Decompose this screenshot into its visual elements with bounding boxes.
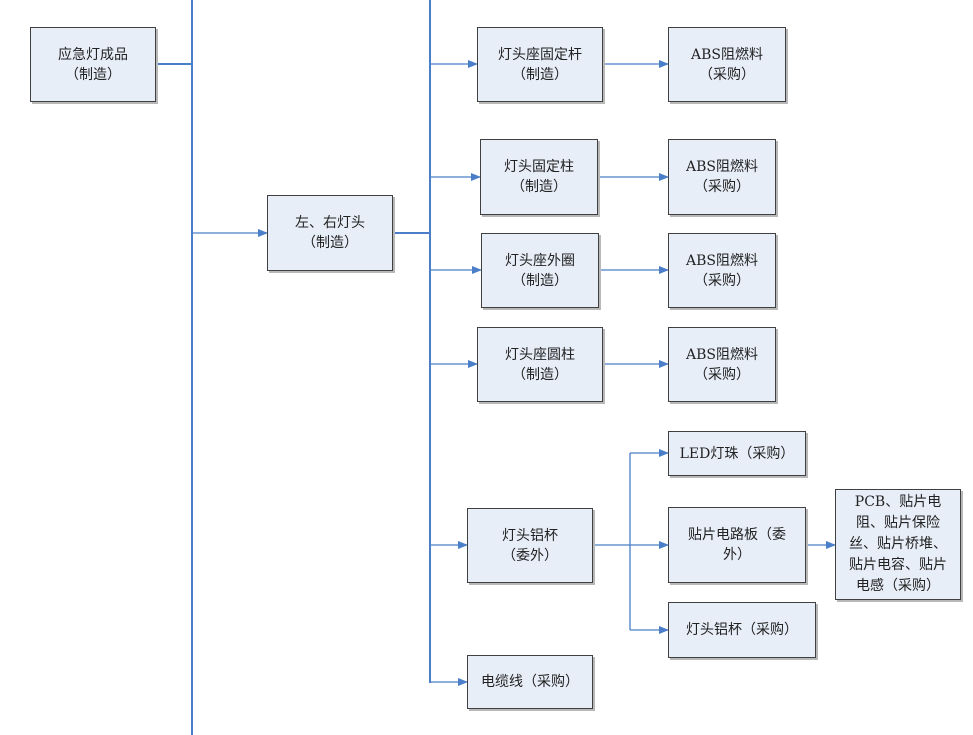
node-label: ABS阻燃料 [686, 159, 758, 175]
node-label: （制造） [512, 272, 568, 289]
node-label: （制造） [512, 66, 568, 83]
node-label: 左、右灯头 [295, 215, 365, 231]
node-al-cup: 灯头铝杯 （委外） [467, 508, 593, 583]
node-label: （制造） [511, 179, 567, 195]
node-label: （制造） [512, 366, 568, 383]
node-outer-ring: 灯头座外圈 （制造） [481, 233, 599, 308]
node-label: 电缆线（采购） [481, 674, 579, 690]
node-label: （采购） [694, 272, 750, 289]
node-label: 外） [723, 547, 751, 563]
node-label: PCB、贴片电 [854, 494, 942, 510]
node-label: 灯头座固定杆 [498, 46, 582, 63]
node-label: 丝、贴片桥堆、 [849, 536, 947, 552]
node-cylinder: 灯头座圆柱 （制造） [477, 327, 603, 402]
node-label: 灯头座外圈 [505, 252, 575, 269]
node-abs-1: ABS阻燃料 （采购） [668, 27, 786, 102]
node-label: （委外） [502, 547, 558, 564]
node-label: 灯头铝杯（采购） [686, 622, 798, 638]
node-led: LED灯珠（采购） [668, 431, 806, 476]
node-root: 应急灯成品 （制造） [30, 27, 156, 102]
node-label: （采购） [694, 366, 750, 383]
node-label: 阻、贴片保险 [856, 515, 940, 531]
node-fix-rod: 灯头座固定杆 （制造） [477, 27, 603, 102]
node-al-cup-purchase: 灯头铝杯（采购） [668, 602, 816, 658]
node-label: 贴片电容、贴片 [849, 557, 947, 573]
node-label: 灯头固定柱 [504, 159, 574, 175]
node-abs-2: ABS阻燃料 （采购） [668, 139, 776, 215]
node-lamp-head: 左、右灯头 （制造） [267, 195, 393, 271]
node-components: PCB、贴片电阻、贴片保险丝、贴片桥堆、贴片电容、贴片电感（采购） [835, 489, 961, 600]
node-label: 电感（采购） [856, 578, 940, 594]
node-fix-post: 灯头固定柱 （制造） [480, 139, 598, 215]
node-cable: 电缆线（采购） [467, 655, 593, 709]
node-pcb-board: 贴片电路板（委外） [668, 507, 806, 583]
node-label: ABS阻燃料 [686, 346, 758, 363]
node-label: （采购） [694, 179, 750, 195]
node-label: 灯头座圆柱 [505, 346, 575, 363]
node-abs-3: ABS阻燃料 （采购） [668, 233, 776, 308]
node-label: 应急灯成品 [58, 46, 128, 63]
node-label: （采购） [699, 66, 755, 83]
node-label: 灯头铝杯 [502, 527, 558, 544]
node-label: 贴片电路板（委 [688, 527, 786, 543]
node-label: ABS阻燃料 [691, 46, 763, 63]
node-label: （制造） [302, 235, 358, 251]
node-label: LED灯珠（采购） [679, 445, 795, 462]
node-label: ABS阻燃料 [686, 252, 758, 269]
node-label: （制造） [65, 66, 121, 83]
node-abs-4: ABS阻燃料 （采购） [668, 327, 776, 402]
